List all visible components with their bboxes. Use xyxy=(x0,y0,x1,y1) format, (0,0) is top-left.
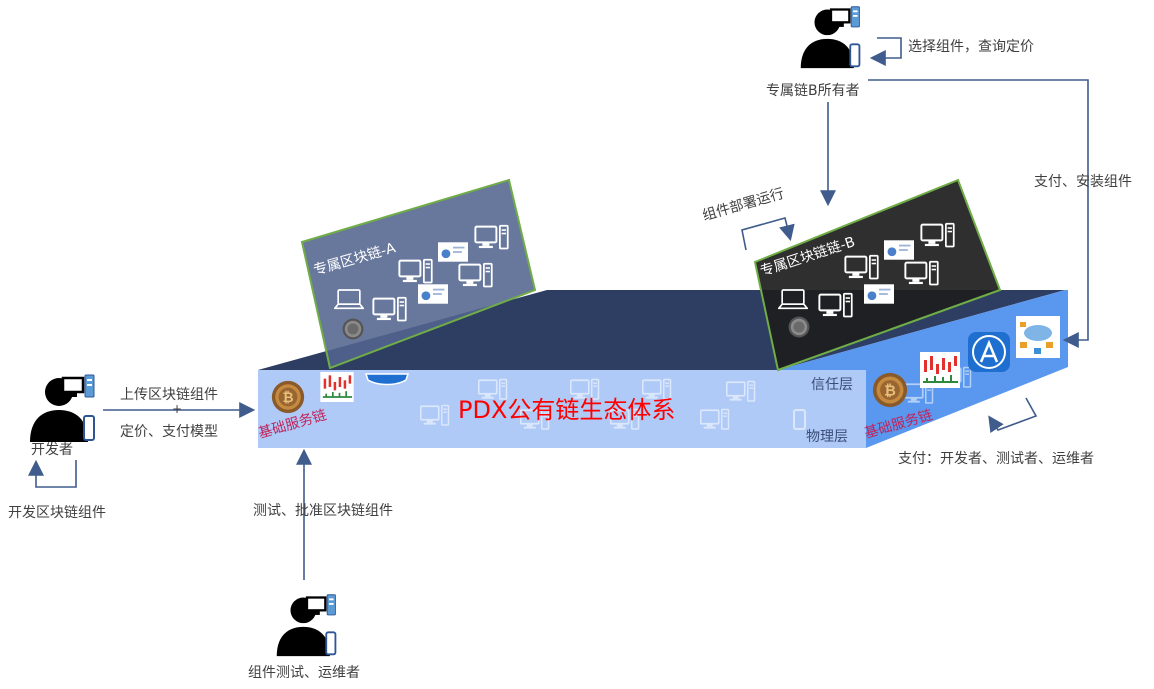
select-label: 选择组件，查询定价 xyxy=(908,39,1034,55)
bitcoin-icon xyxy=(271,380,305,414)
cloud-network-icon xyxy=(1016,316,1060,358)
card-icon xyxy=(438,242,468,262)
candlestick-chart-icon xyxy=(920,352,960,388)
candlestick-chart-icon xyxy=(319,372,355,402)
platform-title: PDX公有链生态体系 xyxy=(458,396,675,424)
platform-box: PDX公有链生态体系 信任层 物理层 基础服务链 基础服务链 xyxy=(256,290,1068,448)
chain-a-panel: 专属区块链-A xyxy=(300,178,537,370)
pay-roles-arrow xyxy=(988,397,1038,434)
tester-label: 组件测试、运维者 xyxy=(248,665,360,681)
card-icon xyxy=(864,284,894,304)
app-store-icon xyxy=(364,373,410,386)
owner-label: 专属链B所有者 xyxy=(766,83,860,99)
trust-layer-label: 信任层 xyxy=(811,377,853,393)
deploy-loop-arrow xyxy=(741,217,795,251)
owner-user-icon xyxy=(799,5,861,70)
pricing-label: 定价、支付模型 xyxy=(120,424,218,440)
platform-front-face xyxy=(258,370,866,448)
bitcoin-icon xyxy=(872,372,908,408)
coin-icon xyxy=(342,318,364,340)
developer-label: 开发者 xyxy=(31,442,73,458)
tester-user-icon xyxy=(275,593,337,658)
card-icon xyxy=(418,284,448,304)
chain-b-panel: 专属区块链链-B xyxy=(753,178,1002,372)
pay-roles-label: 支付：开发者、测试者、运维者 xyxy=(898,451,1094,467)
app-store-icon xyxy=(968,332,1010,372)
developer-user-icon xyxy=(28,373,96,444)
physical-layer-label: 物理层 xyxy=(806,429,848,445)
plus-label: + xyxy=(172,402,183,416)
phone-icon xyxy=(793,409,806,430)
develop-loop-arrow xyxy=(28,459,77,488)
test-approve-label: 测试、批准区块链组件 xyxy=(253,503,393,519)
upload-label: 上传区块链组件 xyxy=(120,387,218,403)
develop-label: 开发区块链组件 xyxy=(8,505,106,521)
card-icon xyxy=(884,240,914,260)
pay-install-arrow xyxy=(868,79,1089,348)
coin-icon xyxy=(788,316,810,338)
select-loop-arrow xyxy=(869,37,902,66)
pay-install-label: 支付、安装组件 xyxy=(1034,174,1132,190)
